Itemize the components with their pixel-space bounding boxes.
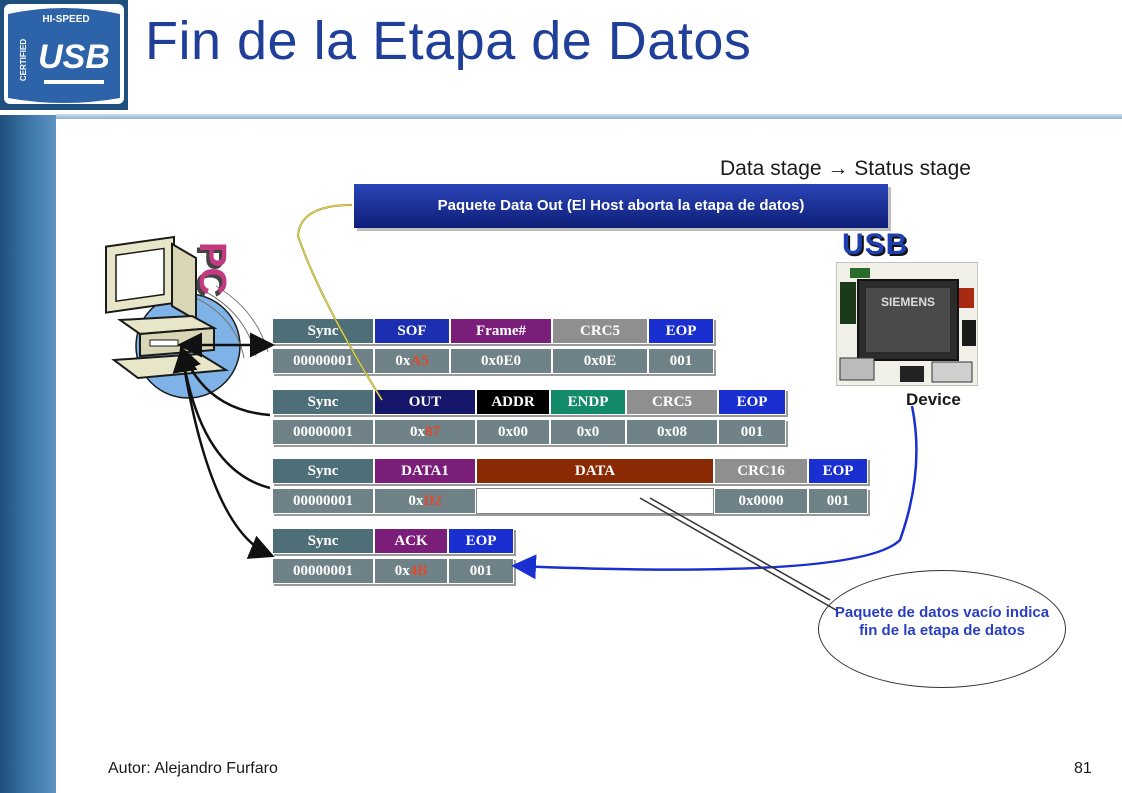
packet-header-data1: DATA1 [374, 458, 476, 484]
callout-text: Paquete de datos vacío indica fin de la … [834, 604, 1050, 639]
packet-value: 00000001 [272, 419, 374, 445]
packet-value: 001 [808, 488, 868, 514]
packet-value: 0xD2 [374, 488, 476, 514]
packet-value [476, 488, 714, 514]
packet-header-sof: SOF [374, 318, 450, 344]
stage-subtitle: Data stage → Status stage [720, 157, 971, 180]
packet-value: 0x0 [550, 419, 626, 445]
packet-header-eop: EOP [718, 389, 786, 415]
pc-label: PC PC [190, 242, 233, 298]
packet-header-sync: Sync [272, 528, 374, 554]
packet-value: 0x0E0 [450, 348, 552, 374]
logo-certified: CERTIFIED [19, 39, 28, 81]
packet-value: 0x87 [374, 419, 476, 445]
packet-header-crc5: CRC5 [626, 389, 718, 415]
packet-header-data: DATA [476, 458, 714, 484]
page-number: 81 [1074, 760, 1092, 777]
packet-value-highlight: 87 [425, 424, 440, 440]
packet-value: 00000001 [272, 488, 374, 514]
title-rule [56, 114, 1122, 119]
packet-header-crc5: CRC5 [552, 318, 648, 344]
data-out-banner: Paquete Data Out (El Host aborta la etap… [354, 184, 888, 228]
packet-value: 001 [718, 419, 786, 445]
usb-label: USB [842, 228, 909, 261]
device-image: SIEMENS [836, 262, 978, 386]
packet-value: 0x0E [552, 348, 648, 374]
left-decor-bar [0, 115, 56, 793]
packet-value: 0xA5 [374, 348, 450, 374]
chip-brand: SIEMENS [881, 295, 935, 309]
usb-certified-logo: HI-SPEED CERTIFIED USB [0, 0, 128, 110]
packet-value: 001 [648, 348, 714, 374]
logo-hispeed: HI-SPEED [42, 14, 89, 25]
device-label: Device [906, 390, 961, 409]
packet-value: 0x0000 [714, 488, 808, 514]
packet-value-highlight: 4B [409, 563, 428, 579]
packet-value: 001 [448, 558, 514, 584]
packet-header-eop: EOP [648, 318, 714, 344]
svg-text:PC: PC [190, 245, 230, 298]
callout-bubble [818, 570, 1066, 688]
logo-usb: USB [38, 38, 110, 76]
page-title: Fin de la Etapa de Datos [145, 11, 752, 71]
packet-value: 0x4B [374, 558, 448, 584]
packet-header-addr: ADDR [476, 389, 550, 415]
footer-author: Autor: Alejandro Furfaro [108, 760, 278, 777]
svg-text:PC: PC [191, 242, 233, 295]
packet-value: 0x00 [476, 419, 550, 445]
packet-value: 0x08 [626, 419, 718, 445]
packet-header-ack: ACK [374, 528, 448, 554]
packet-header-eop: EOP [808, 458, 868, 484]
packet-value-highlight: D2 [423, 493, 442, 509]
packet-header-sync: Sync [272, 458, 374, 484]
packet-value-highlight: A5 [410, 353, 429, 369]
callout-pointer [639, 497, 837, 611]
packet-header-out: OUT [374, 389, 476, 415]
packet-value: 00000001 [272, 348, 374, 374]
packet-header-sync: Sync [272, 389, 374, 415]
packet-header-sync: Sync [272, 318, 374, 344]
packet-header-eop: EOP [448, 528, 514, 554]
packet-value: 00000001 [272, 558, 374, 584]
packet-header-endp: ENDP [550, 389, 626, 415]
packet-header-crc16: CRC16 [714, 458, 808, 484]
packet-header-frame: Frame# [450, 318, 552, 344]
